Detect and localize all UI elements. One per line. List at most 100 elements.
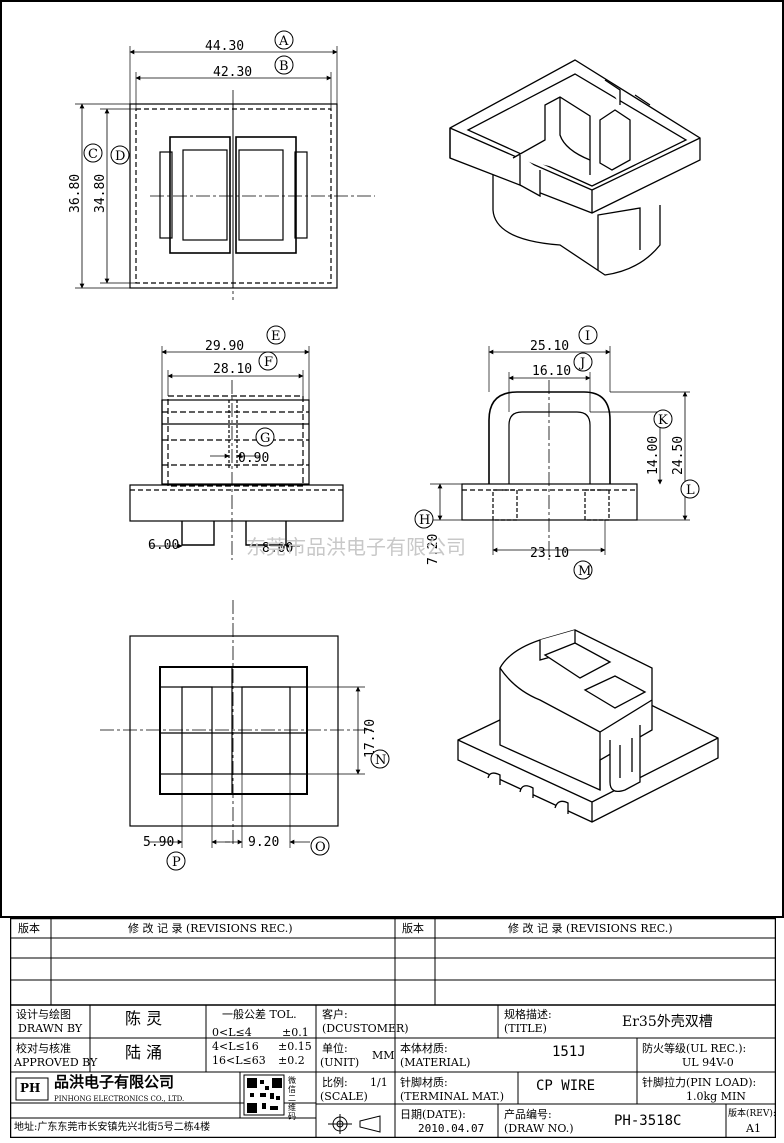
rev-col-version-right: 版本	[402, 922, 424, 935]
unit-label-cn: 单位:	[322, 1042, 348, 1055]
title-block: 版本 修 改 记 录 (REVISIONS REC.) 版本 修 改 记 录 (…	[10, 918, 776, 1138]
dim-i-letter: I	[585, 329, 590, 344]
dim-b-value: 42.30	[213, 65, 252, 80]
material-label-cn: 本体材质:	[400, 1042, 448, 1055]
front-view-dimension-labels: 29.90 E 28.10 F 0.90 G 6.00 8.00	[148, 325, 293, 556]
rev-col-version-left: 版本	[18, 922, 40, 935]
date-label: 日期(DATE):	[400, 1108, 466, 1121]
material-label-en: (MATERIAL)	[400, 1056, 471, 1069]
date-value: 2010.04.07	[418, 1122, 485, 1135]
dim-d-value: 34.80	[93, 174, 108, 213]
dim-o-letter: O	[315, 840, 326, 855]
top-view	[75, 46, 375, 300]
scale-label-cn: 比例:	[322, 1076, 348, 1089]
approved-by-label-cn: 校对与核准	[16, 1042, 71, 1055]
dim-n-value: 17.70	[363, 719, 378, 758]
dim-f-letter: F	[264, 355, 273, 370]
top-view-dimension-labels: 44.30 A 42.30 B 36.80 C 34.80 D	[68, 30, 294, 213]
dim-j-letter: J	[578, 356, 585, 371]
rev-label: 版本(REV):	[728, 1109, 776, 1119]
tolerance-range-1: 0<L≤4	[212, 1026, 252, 1039]
drawn-by-label-cn: 设计与绘图	[16, 1008, 71, 1021]
spec-value: Er35外壳双槽	[622, 1014, 713, 1030]
dim-d-letter: D	[115, 149, 125, 164]
dim-h-value: 7.20	[426, 534, 441, 565]
dim-e-value: 29.90	[205, 339, 244, 354]
rev-value: A1	[746, 1122, 761, 1135]
dim-c-value: 36.80	[68, 174, 83, 213]
spec-label-cn: 规格描述:	[504, 1008, 552, 1021]
projection-symbol-icon	[328, 1114, 381, 1134]
bottom-view	[100, 600, 372, 848]
dim-p-letter: P	[172, 855, 181, 870]
customer-label-cn: 客户:	[322, 1008, 348, 1021]
dim-p-value: 5.90	[143, 835, 174, 850]
dim-m-value: 23.10	[530, 546, 569, 561]
dim-k-value: 14.00	[646, 436, 661, 475]
side-view	[430, 346, 690, 560]
dim-l-letter: L	[686, 483, 695, 498]
watermark-text: 东莞市品洪电子有限公司	[246, 535, 466, 559]
approved-by-label-en: APPROVED BY	[14, 1056, 98, 1069]
pin-load-label: 针脚拉力(PIN LOAD):	[642, 1076, 757, 1089]
dim-g-value: 0.90	[238, 451, 269, 466]
customer-label-en: (DCUSTOMER)	[322, 1022, 409, 1035]
engineering-drawing: 44.30 A 42.30 B 36.80 C 34.80 D	[0, 0, 784, 918]
drawn-by-name: 陈 灵	[125, 1009, 163, 1028]
scale-label-en: (SCALE)	[320, 1090, 368, 1103]
side-view-dimension-labels: 25.10 I 16.10 J 14.00 K 24.50 L 7.20 H 2…	[414, 325, 700, 580]
spec-label-en: (TITLE)	[504, 1022, 547, 1035]
dim-j-value: 16.10	[532, 364, 571, 379]
tolerance-title: 一般公差 TOL.	[222, 1008, 297, 1021]
dim-n-letter: N	[375, 753, 386, 768]
qr-caption: 微信二维码	[288, 1076, 296, 1121]
dim-i-value: 25.10	[530, 339, 569, 354]
fire-value: UL 94V-0	[682, 1056, 734, 1069]
terminal-label-cn: 针脚材质:	[400, 1076, 448, 1089]
dim-b-letter: B	[279, 59, 289, 74]
tolerance-range-2: 4<L≤16	[212, 1040, 259, 1053]
dim-c-letter: C	[88, 147, 98, 162]
rev-col-record-right: 修 改 记 录 (REVISIONS REC.)	[508, 922, 673, 935]
draw-no-label-en: (DRAW NO.)	[504, 1122, 574, 1135]
qr-code	[243, 1074, 285, 1116]
tolerance-range-3: 16<L≤63	[212, 1054, 266, 1067]
approved-by-name: 陆 涌	[125, 1043, 163, 1062]
company-logo: PH	[20, 1081, 41, 1095]
dim-e-letter: E	[271, 329, 281, 344]
company-name-en: PINHONG ELECTRONICS CO., LTD.	[54, 1095, 185, 1103]
company-name-cn: 品洪电子有限公司	[54, 1073, 175, 1091]
unit-label-en: (UNIT)	[320, 1056, 360, 1069]
company-address: 地址:广东东莞市长安镇先兴北街5号二栋4楼	[14, 1122, 211, 1133]
dim-m-letter: M	[578, 564, 591, 579]
rev-col-record-left: 修 改 记 录 (REVISIONS REC.)	[128, 922, 293, 935]
tolerance-value-1: ±0.1	[282, 1026, 309, 1039]
dim-f-value: 28.10	[213, 362, 252, 377]
dim-g-letter: G	[260, 431, 270, 446]
tolerance-value-3: ±0.2	[278, 1054, 305, 1067]
dim-o-value: 9.20	[248, 835, 279, 850]
dim-a-letter: A	[278, 34, 289, 49]
draw-no-label-cn: 产品编号:	[504, 1108, 552, 1121]
front-view	[129, 346, 344, 560]
terminal-label-en: (TERMINAL MAT.)	[400, 1090, 505, 1103]
isometric-view-top	[449, 59, 701, 276]
isometric-view-bottom	[457, 629, 719, 823]
fire-label: 防火等级(UL REC.):	[642, 1042, 747, 1055]
material-value: 151J	[552, 1044, 586, 1060]
dim-l-value: 24.50	[671, 436, 686, 475]
tolerance-value-2: ±0.15	[278, 1040, 312, 1053]
terminal-value: CP WIRE	[536, 1078, 596, 1094]
dim-slot-left-value: 6.00	[148, 538, 179, 553]
dim-h-letter: H	[419, 513, 430, 528]
draw-no-value: PH-3518C	[614, 1113, 682, 1129]
unit-value: MM	[372, 1049, 395, 1062]
title-block-grid	[10, 918, 776, 1138]
dim-k-letter: K	[658, 413, 668, 428]
scale-value: 1/1	[370, 1076, 388, 1089]
dim-a-value: 44.30	[205, 39, 244, 54]
dim-slot-right-value: 8.00	[262, 541, 293, 556]
bottom-view-dimension-labels: 17.70 N 5.90 P 9.20 O	[143, 719, 390, 871]
pin-load-value: 1.0kg MIN	[686, 1090, 746, 1103]
drawn-by-label-en: DRAWN BY	[18, 1022, 83, 1035]
